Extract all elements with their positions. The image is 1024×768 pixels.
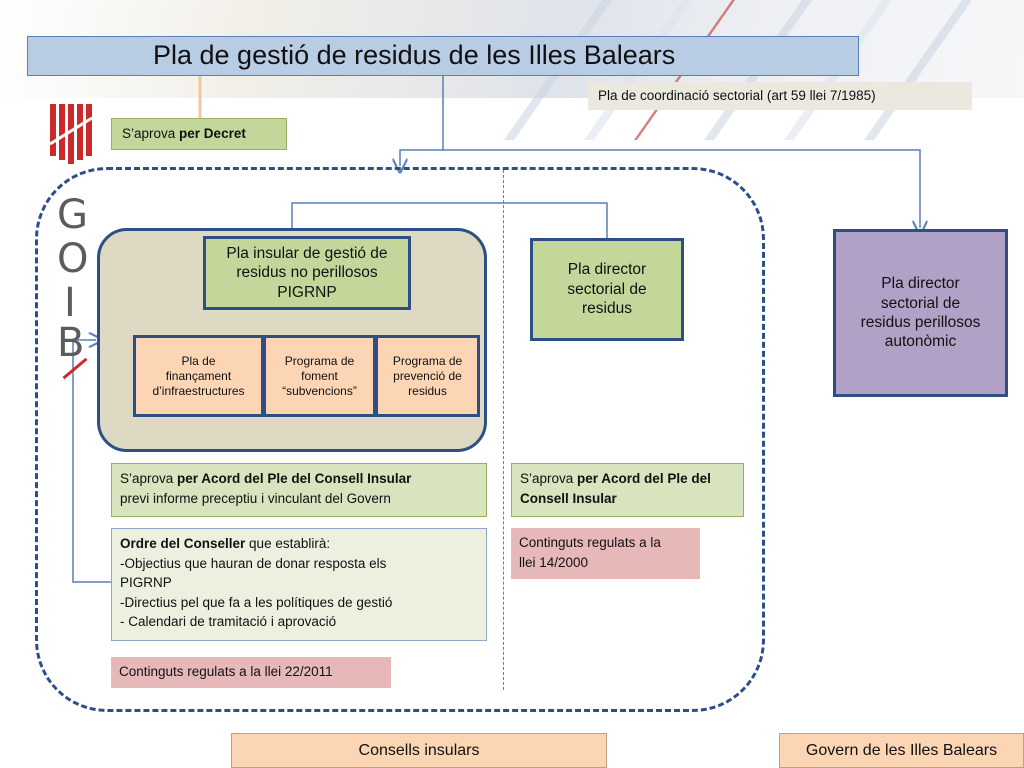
banner-stripe [863,0,987,140]
contents-line: Continguts regulats a la llei 22/2011 [119,664,333,679]
program-line: foment [301,368,338,383]
insular-approval-note: S’aprova per Acord del Ple del Consell I… [111,463,487,517]
approval-bold: Consell Insular [520,490,617,506]
goib-letter-i: I [64,280,76,326]
order-item: -Objectius que hauran de donar resposta … [120,555,387,571]
approval-line: previ informe preceptiu i vinculant del … [120,490,391,506]
program-line: finançament [165,368,232,383]
consells-label: Consells insulars [231,733,607,768]
hazardous-plan-line: Pla director [881,275,960,293]
sector-contents-note: Continguts regulats a la llei 14/2000 [511,528,700,579]
goib-logo-bars [50,104,93,164]
program-line: residus [408,383,447,398]
approval-bold: per Acord del Ple del [577,471,711,486]
insular-plan-box: Pla insular de gestió de residus no peri… [203,236,411,310]
sector-plan-line: sectorial de [567,280,647,298]
program-line: Pla de [181,353,216,368]
decree-prefix: S’aprova [122,125,180,141]
sector-plan-line: Pla director [567,261,647,279]
insular-plan-line: Pla insular de gestió de [226,244,388,262]
hazardous-plan-line: sectorial de [880,294,961,312]
sector-plan-line: residus [582,300,632,318]
govern-label: Govern de les Illes Balears [779,733,1024,768]
coordination-note: Pla de coordinació sectorial (art 59 lle… [588,82,972,110]
hazardous-plan-line: residus perillosos [860,314,981,331]
hazardous-plan-line: autonòmic [884,333,957,351]
insular-plan-line: residus no perillosos [236,264,378,282]
program-line: Programa de [392,353,463,368]
order-rest: que establirà: [245,536,331,551]
insular-contents-note: Continguts regulats a la llei 22/2011 [111,657,391,688]
program-line: “subvencions” [282,383,357,398]
program-line: Programa de [284,353,355,368]
title-to-consells-connector [400,149,443,166]
insular-plan-line: PIGRNP [277,283,337,301]
sector-plan-box: Pla director sectorial de residus [530,238,684,341]
program-line: d’infraestructures [152,383,245,398]
prevention-program-box: Programa de prevenció de residus [375,335,480,417]
decree-note: S’aprova per Decret [111,118,287,150]
order-item: PIGRNP [120,575,172,591]
sector-approval-note: S’aprova per Acord del Ple del Consell I… [511,463,744,517]
financing-plan-box: Pla de finançament d’infraestructures [133,335,264,417]
contents-line: llei 14/2000 [519,554,589,570]
goib-letter-o: O [57,236,89,282]
order-note: Ordre del Conseller que establirà: -Obje… [111,528,487,641]
order-bold: Ordre del Conseller [120,536,246,551]
program-line: prevenció de [393,368,462,383]
order-item: - Calendari de tramitació i aprovació [120,614,337,630]
consells-region [35,167,765,712]
approval-bold: per Acord del Ple del Consell Insular [177,471,412,486]
hazardous-plan-box: Pla director sectorial de residus perill… [833,229,1008,397]
promotion-program-box: Programa de foment “subvencions” [263,335,376,417]
contents-line: Continguts regulats a la [519,535,661,550]
approval-prefix: S’aprova [120,471,178,486]
region-divider [503,170,504,690]
decree-bold: per Decret [179,125,246,141]
page-title: Pla de gestió de residus de les Illes Ba… [27,36,859,76]
order-item: -Directius pel que fa a les polítiques d… [120,594,393,610]
goib-letter-b: B [57,320,85,366]
approval-prefix: S’aprova [520,471,578,486]
